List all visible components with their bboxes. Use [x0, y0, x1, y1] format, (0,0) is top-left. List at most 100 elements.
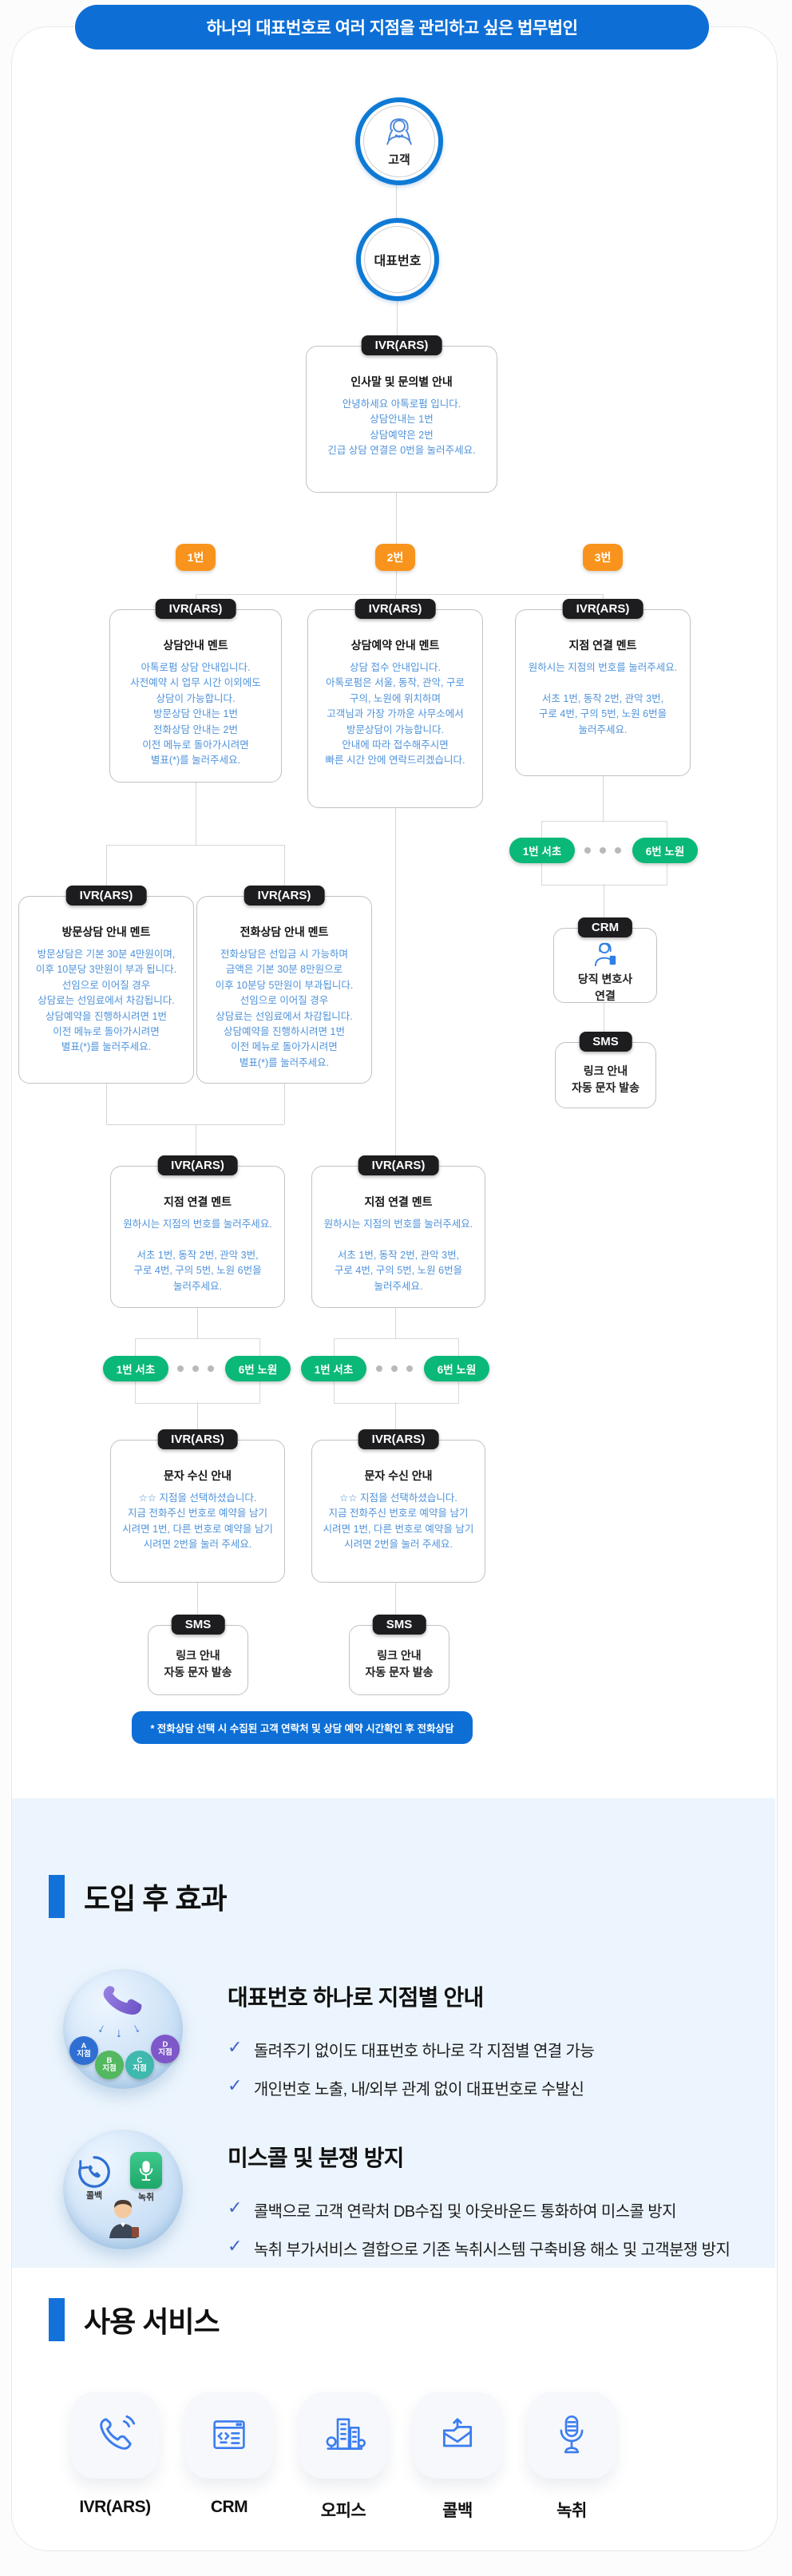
arrow-down-icon: [95, 2021, 108, 2037]
buildings-icon: [299, 2391, 387, 2479]
ivr-badge: IVR(ARS): [244, 886, 325, 906]
box-text: 원하시는 지점의 번호를 눌러주세요. 서초 1번, 동작 2번, 관악 3번,…: [123, 1219, 272, 1292]
check-icon: [228, 2198, 242, 2217]
box-text: 안녕하세요 아톡로펌 입니다. 상담안내는 1번 상담예약은 2번 긴급 상담 …: [327, 398, 476, 457]
branch-first-pill: 1번 서초: [509, 838, 575, 863]
effects-heading-row: 도입 후 효과: [12, 1798, 775, 1918]
service-item-ivr: IVR(ARS): [71, 2391, 159, 2522]
flow-box-consult-info: IVR(ARS) 상담안내 멘트 아톡로펌 상담 안내입니다. 사전예약 시 업…: [109, 599, 282, 783]
flow-box-sms-send-mid: SMS 링크 안내 자동 문자 발송: [349, 1615, 449, 1695]
connector: [284, 1084, 285, 1124]
connector: [196, 594, 603, 595]
ellipsis-dots: [177, 1365, 214, 1372]
service-label: 콜백: [442, 2502, 473, 2520]
connector: [284, 845, 285, 896]
ivr-badge: IVR(ARS): [358, 1429, 439, 1449]
effect-check-row: 콜백으로 고객 연락처 DB수집 및 아웃바운드 통화하여 미스콜 방지: [228, 2198, 730, 2221]
connector: [397, 301, 398, 346]
effect-check-row: 돌려주기 없이도 대표번호 하나로 각 지점별 연결 가능: [228, 2038, 595, 2061]
lawyer-figure: [103, 2197, 143, 2245]
branch-last-pill: 6번 노원: [632, 838, 698, 863]
effect-check-row: 개인번호 노출, 내/외부 관계 없이 대표번호로 수발신: [228, 2076, 594, 2099]
ivr-badge: IVR(ARS): [354, 599, 436, 619]
flow-box-branch-connect: IVR(ARS) 지점 연결 멘트 원하시는 지점의 번호를 눌러주세요. 서초…: [515, 599, 691, 776]
crm-badge: CRM: [577, 917, 633, 937]
branch-last-pill: 6번 노원: [225, 1356, 291, 1381]
flow-box-greeting: IVR(ARS) 인사말 및 문의별 안내 안녕하세요 아톡로펌 입니다. 상담…: [306, 335, 497, 493]
box-title: 지점 연결 멘트: [568, 639, 637, 652]
check-text: 콜백으로 고객 연락처 DB수집 및 아웃바운드 통화하여 미스콜 방지: [253, 2203, 677, 2221]
flow-box-sms-send-left: SMS 링크 안내 자동 문자 발송: [148, 1615, 248, 1695]
effect-title: 대표번호 하나로 지점별 안내: [228, 1985, 484, 2010]
callback-label: 콜백: [85, 2191, 103, 2201]
box-text: 상담 접수 안내입니다. 아톡로펌은 서울, 동작, 관악, 구로 구의, 노원…: [325, 662, 465, 767]
service-label: IVR(ARS): [79, 2498, 151, 2516]
browser-code-icon: [185, 2391, 273, 2479]
services-row: IVR(ARS) CRM: [71, 2391, 775, 2522]
misscall-illustration: 콜백 녹취: [63, 2130, 183, 2249]
section-bullet: [49, 2298, 65, 2341]
check-text: 개인번호 노출, 내/외부 관계 없이 대표번호로 수발신: [253, 2081, 584, 2098]
branch-c-circle: C 지점: [125, 2051, 154, 2079]
sms-badge: SMS: [171, 1615, 225, 1635]
ivr-badge: IVR(ARS): [157, 1155, 238, 1175]
main-number-label: 대표번호: [374, 255, 422, 268]
box-text: 링크 안내 자동 문자 발송: [164, 1649, 232, 1678]
branch-pill-1: 1번: [176, 544, 216, 571]
services-heading-row: 사용 서비스: [12, 2268, 775, 2341]
flow-box-sms-receive-left: IVR(ARS) 문자 수신 안내 ☆☆ 지점을 선택하셨습니다. 지금 전화주…: [110, 1429, 285, 1583]
box-text: ☆☆ 지점을 선택하셨습니다. 지금 전화주신 번호로 예약을 남기 시려면 1…: [122, 1492, 273, 1551]
connector: [197, 1583, 198, 1625]
connector: [106, 1124, 284, 1125]
ivr-badge: IVR(ARS): [361, 335, 442, 355]
ivr-badge: IVR(ARS): [157, 1429, 238, 1449]
flow-box-sms-send-right: SMS 링크 안내 자동 문자 발송: [555, 1032, 656, 1108]
box-title: 문자 수신 안내: [163, 1469, 232, 1482]
customer-node: 고객: [355, 97, 443, 185]
connector: [395, 1583, 396, 1625]
record-icon: [130, 2152, 162, 2189]
box-title: 방문상담 안내 멘트: [61, 925, 151, 938]
ivr-badge: IVR(ARS): [562, 599, 644, 619]
ivr-badge: IVR(ARS): [65, 886, 147, 906]
flow-box-visit-info: IVR(ARS) 방문상담 안내 멘트 방문상담은 기본 30분 4만원이며, …: [18, 886, 194, 1084]
box-text: 링크 안내 자동 문자 발송: [571, 1064, 640, 1094]
effect-item-misscall-prevent: 콜백 녹취: [63, 2130, 775, 2260]
branch-last-pill: 6번 노원: [424, 1356, 489, 1381]
page-title: 하나의 대표번호로 여러 지점을 관리하고 싶은 법무법인: [75, 5, 709, 50]
connector: [395, 1402, 396, 1440]
connector: [106, 1084, 107, 1124]
connector: [396, 493, 397, 594]
branch-first-pill: 1번 서초: [103, 1356, 168, 1381]
effect-item-branch-routing: A 지점 B 지점 C 지점 D 지점 대표번호 하나로 지점별 안내 돌려주기…: [63, 1969, 775, 2099]
arrow-down-icon: [116, 2027, 122, 2041]
ivr-badge: IVR(ARS): [155, 599, 236, 619]
service-item-record: 녹취: [528, 2391, 616, 2522]
ivr-badge: IVR(ARS): [358, 1155, 439, 1175]
services-section: 사용 서비스 IVR(ARS): [12, 2268, 775, 2522]
box-title: 상담예약 안내 멘트: [350, 639, 440, 652]
flow-box-reservation-info: IVR(ARS) 상담예약 안내 멘트 상담 접수 안내입니다. 아톡로펌은 서…: [307, 599, 483, 808]
customer-icon: [381, 115, 418, 151]
flow-box-branch-connect-left: IVR(ARS) 지점 연결 멘트 원하시는 지점의 번호를 눌러주세요. 서초…: [110, 1155, 285, 1308]
box-title: 인사말 및 문의별 안내: [350, 375, 453, 388]
check-icon: [228, 2038, 242, 2057]
flow-box-sms-receive-mid: IVR(ARS) 문자 수신 안내 ☆☆ 지점을 선택하셨습니다. 지금 전화주…: [311, 1429, 485, 1583]
effects-section: 도입 후 효과 A 지점 B 지점 C 지점 D 지점: [12, 1798, 775, 2268]
check-icon: [228, 2076, 242, 2095]
box-title: 문자 수신 안내: [364, 1469, 433, 1482]
box-title: 전화상담 안내 멘트: [240, 925, 329, 938]
service-item-callback: 콜백: [414, 2391, 501, 2522]
branch-a-circle: A 지점: [69, 2036, 98, 2065]
flow-box-crm-connect: CRM 당직 변호사 연결: [553, 917, 657, 1003]
connector: [395, 808, 396, 1166]
main-number-node: 대표번호: [356, 218, 439, 301]
service-label: 오피스: [320, 2502, 366, 2520]
box-text: ☆☆ 지점을 선택하셨습니다. 지금 전화주신 번호로 예약을 남기 시려면 1…: [323, 1492, 474, 1551]
service-item-office: 오피스: [299, 2391, 387, 2522]
effect-body: 대표번호 하나로 지점별 안내 돌려주기 없이도 대표번호 하나로 각 지점별 …: [228, 1969, 595, 2099]
box-text: 당직 변호사 연결: [577, 973, 633, 1002]
branch-b-circle: B 지점: [95, 2051, 124, 2079]
box-text: 아톡로펌 상담 안내입니다. 사전예약 시 업무 시간 이외에도 상담이 가능합…: [130, 662, 261, 767]
connector: [197, 1402, 198, 1440]
